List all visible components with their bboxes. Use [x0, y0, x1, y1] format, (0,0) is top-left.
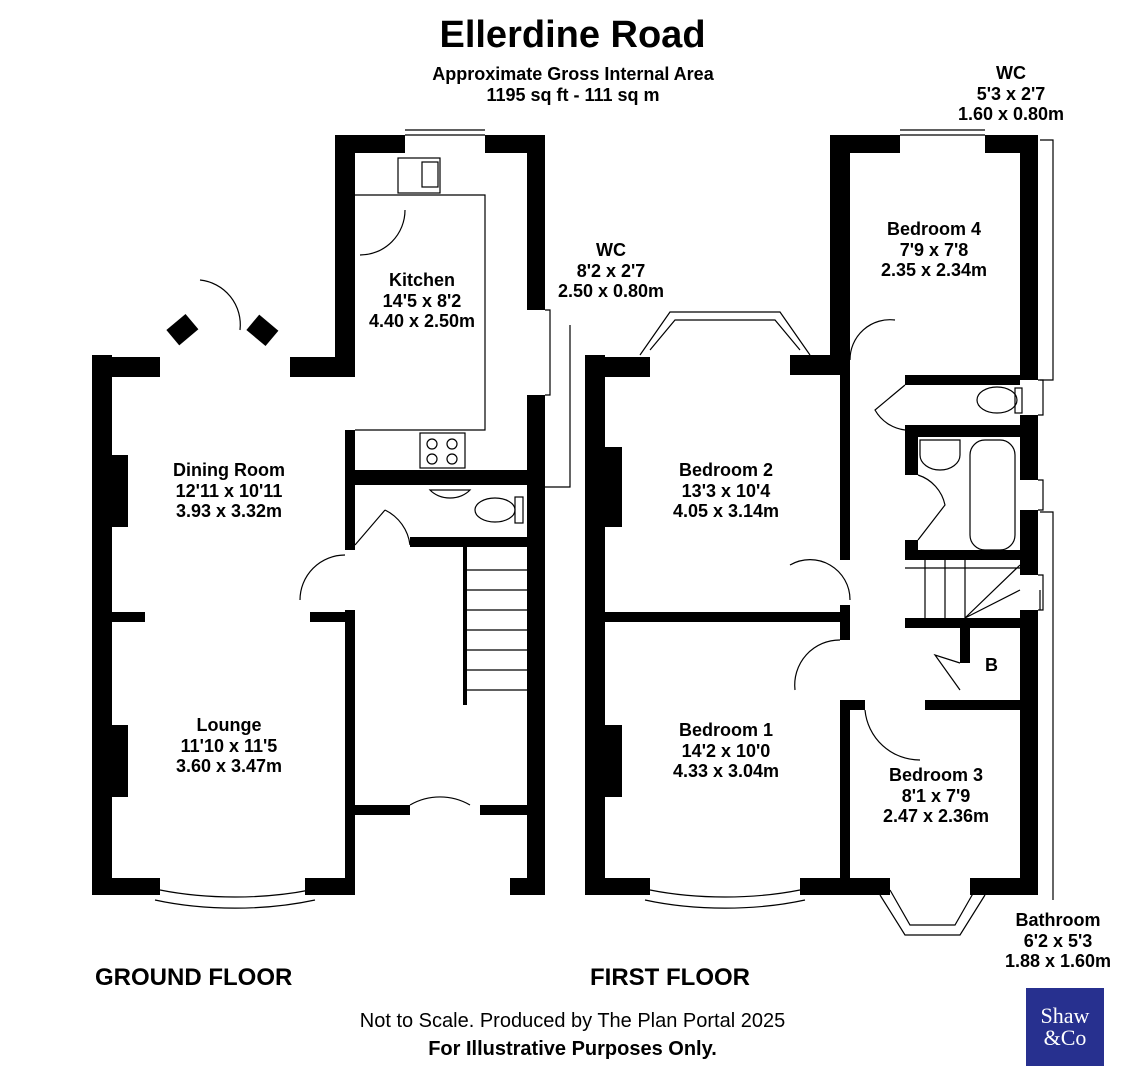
- ground-floor-label: GROUND FLOOR: [95, 964, 293, 991]
- boiler-label: B: [985, 655, 998, 675]
- plan-title: Ellerdine Road: [439, 14, 706, 56]
- shaw-co-logo: Shaw&Co: [1026, 988, 1104, 1066]
- footer-illustrative: For Illustrative Purposes Only.: [428, 1038, 717, 1060]
- walls: [92, 135, 1038, 895]
- area-subtitle: Approximate Gross Internal Area: [432, 64, 714, 84]
- fixtures-and-windows: [154, 129, 1054, 936]
- footer-disclaimer: Not to Scale. Produced by The Plan Porta…: [359, 1010, 786, 1032]
- area-value: 1195 sq ft - 111 sq m: [486, 84, 660, 105]
- first-floor-label: FIRST FLOOR: [590, 964, 750, 991]
